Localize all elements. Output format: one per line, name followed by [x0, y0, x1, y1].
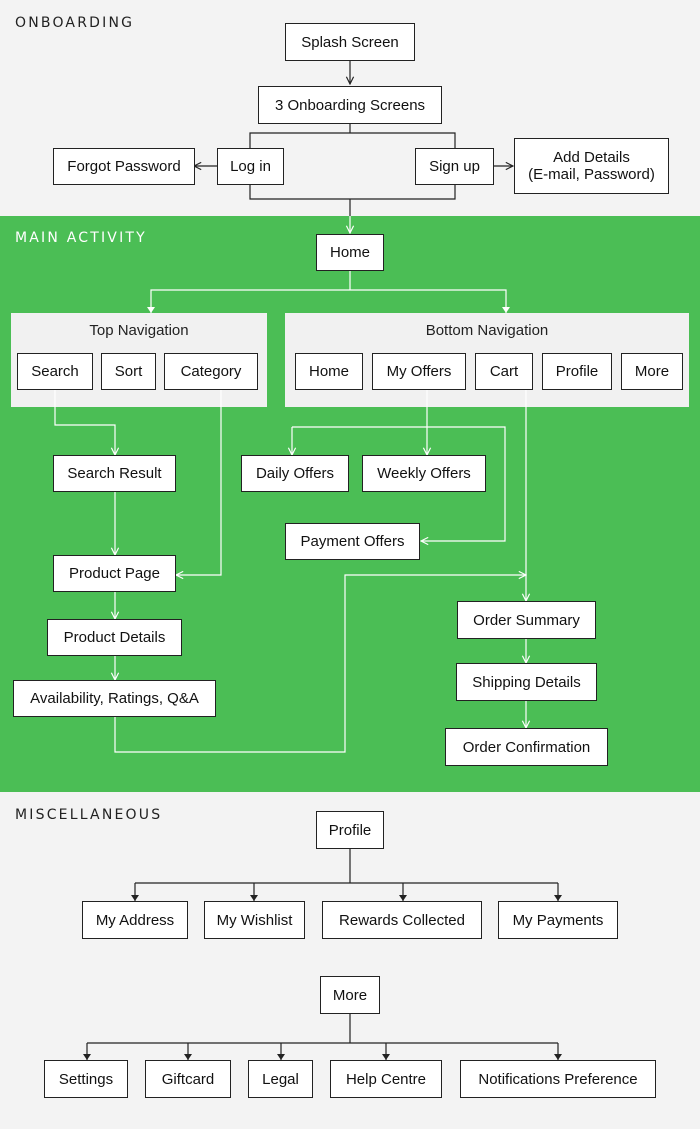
node-sort: Sort — [101, 353, 156, 390]
bottom-navigation-title: Bottom Navigation — [425, 322, 549, 339]
node-forgot-password: Forgot Password — [53, 148, 195, 185]
node-add-details: Add Details (E-mail, Password) — [514, 138, 669, 194]
node-bottom-home: Home — [295, 353, 363, 390]
section-title-main-activity: MAIN ACTIVITY — [15, 230, 147, 246]
node-search-result: Search Result — [53, 455, 176, 492]
node-giftcard: Giftcard — [145, 1060, 231, 1098]
node-search: Search — [17, 353, 93, 390]
top-navigation-title: Top Navigation — [89, 322, 189, 339]
node-product-page: Product Page — [53, 555, 176, 592]
node-home: Home — [316, 234, 384, 271]
node-category: Category — [164, 353, 258, 390]
node-rewards-collected: Rewards Collected — [322, 901, 482, 939]
node-order-summary: Order Summary — [457, 601, 596, 639]
section-title-onboarding: ONBOARDING — [15, 15, 135, 31]
node-my-address: My Address — [82, 901, 188, 939]
node-cart: Cart — [475, 353, 533, 390]
node-settings: Settings — [44, 1060, 128, 1098]
node-daily-offers: Daily Offers — [241, 455, 349, 492]
node-profile: Profile — [316, 811, 384, 849]
node-order-confirmation: Order Confirmation — [445, 728, 608, 766]
node-splash-screen: Splash Screen — [285, 23, 415, 61]
node-weekly-offers: Weekly Offers — [362, 455, 486, 492]
node-product-details: Product Details — [47, 619, 182, 656]
node-legal: Legal — [248, 1060, 313, 1098]
node-profile-tab: Profile — [542, 353, 612, 390]
node-more: More — [320, 976, 380, 1014]
node-more-tab: More — [621, 353, 683, 390]
node-notifications-preference: Notifications Preference — [460, 1060, 656, 1098]
node-help-centre: Help Centre — [330, 1060, 442, 1098]
node-availability-ratings-qa: Availability, Ratings, Q&A — [13, 680, 216, 717]
node-onboarding-screens: 3 Onboarding Screens — [258, 86, 442, 124]
node-sign-up: Sign up — [415, 148, 494, 185]
node-my-wishlist: My Wishlist — [204, 901, 305, 939]
section-title-miscellaneous: MISCELLANEOUS — [15, 807, 163, 823]
node-payment-offers: Payment Offers — [285, 523, 420, 560]
node-my-payments: My Payments — [498, 901, 618, 939]
node-shipping-details: Shipping Details — [456, 663, 597, 701]
node-log-in: Log in — [217, 148, 284, 185]
node-my-offers: My Offers — [372, 353, 466, 390]
